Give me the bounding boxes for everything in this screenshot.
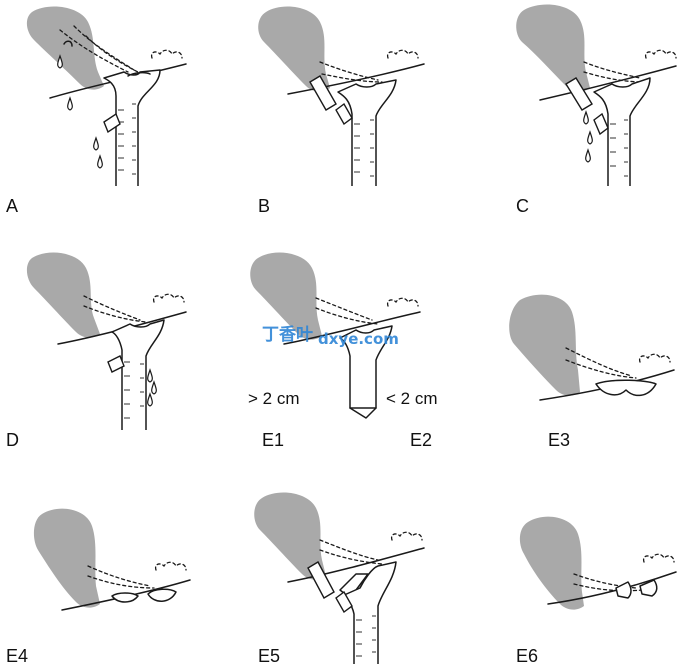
panel-label: C [516, 196, 529, 216]
panel-c: C [516, 5, 676, 216]
left-duct-stump [616, 582, 631, 598]
panel-label: E2 [410, 430, 432, 450]
common-duct [338, 80, 396, 186]
svg-text:丁香叶: 丁香叶 [262, 325, 313, 345]
measurement-less: < 2 cm [386, 389, 438, 408]
left-duct-stump [112, 593, 138, 602]
hepatic-ducts-dashed [316, 298, 418, 324]
clip [336, 104, 352, 124]
stricture-line [350, 408, 376, 418]
panel-e3: E3 [509, 295, 674, 450]
panel-label: B [258, 196, 270, 216]
hepatic-ducts-dashed [566, 348, 670, 378]
svg-text:dxye.com: dxye.com [318, 330, 399, 348]
common-duct [342, 562, 396, 664]
hepatic-ducts-dashed [320, 532, 422, 564]
panel-e1-e2: > 2 cm < 2 cm E1 E2 丁香叶 dxye.com [248, 253, 438, 450]
panel-label: E4 [6, 646, 28, 666]
gallbladder-shape [509, 295, 580, 396]
gallbladder-shape [27, 253, 100, 338]
bile-leak-drops [148, 370, 157, 406]
duct-stump [596, 380, 656, 395]
hepatic-ducts-dashed [88, 562, 186, 588]
panel-e4: E4 [6, 509, 190, 666]
hepatic-ducts-dashed [84, 294, 184, 322]
gallbladder-shape [520, 517, 584, 610]
panel-a: A [6, 7, 186, 216]
gallbladder-shape [34, 509, 100, 608]
measurement-greater: > 2 cm [248, 389, 300, 408]
panel-label: E6 [516, 646, 538, 666]
panel-e5: E5 [254, 493, 424, 666]
bile-leak-drops [584, 112, 593, 162]
open-stump [594, 114, 608, 134]
panel-e6: E6 [516, 517, 676, 666]
common-duct [112, 320, 164, 430]
panel-label: E5 [258, 646, 280, 666]
clipped-duct-segment [310, 76, 336, 110]
panel-label: D [6, 430, 19, 450]
panel-label: E3 [548, 430, 570, 450]
hepatic-ducts-dashed [584, 50, 676, 82]
right-duct-stump [148, 589, 176, 601]
panel-label: E1 [262, 430, 284, 450]
panel-d: D [6, 253, 186, 450]
gallbladder-shape [27, 7, 104, 90]
panel-label: A [6, 196, 18, 216]
gallbladder-shape [516, 5, 590, 92]
clipped-duct-segment [308, 562, 334, 598]
panel-b: B [258, 7, 424, 216]
